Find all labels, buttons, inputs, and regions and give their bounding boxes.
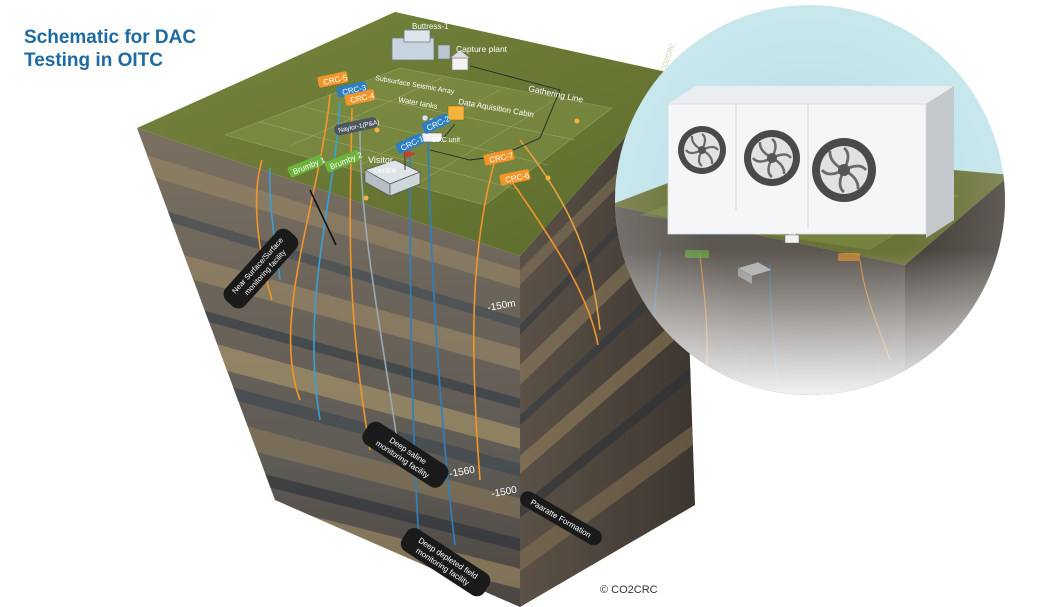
title-line-1: Schematic for DAC xyxy=(24,27,197,48)
label-capture-plant: Capture plant xyxy=(456,44,508,54)
title-line-2: Testing in OITC xyxy=(24,50,163,71)
fan-1 xyxy=(678,126,726,174)
data-cabin-building xyxy=(447,105,465,121)
well-deep-saline xyxy=(519,139,601,331)
well-naylor xyxy=(359,127,401,461)
brumby-probe xyxy=(309,189,337,246)
well-crc3 xyxy=(313,101,341,421)
well-crc7 xyxy=(472,159,496,481)
depth-1500: -1500 xyxy=(491,485,519,500)
well-crc6 xyxy=(511,181,599,346)
side-strata xyxy=(520,90,695,575)
site-markers xyxy=(363,118,580,201)
buttress-plant xyxy=(391,29,451,61)
label-visitor-centre-2: centre xyxy=(374,166,397,175)
depth-150: -150m xyxy=(487,298,517,314)
label-dac-unit: DAC unit xyxy=(432,137,460,144)
diagram-title: Schematic for DAC Testing in OITC xyxy=(24,26,196,72)
capture-plant-building xyxy=(449,49,471,71)
depth-1560: -1560 xyxy=(449,465,477,480)
dac-machine xyxy=(667,86,954,238)
visitor-centre-building xyxy=(364,150,421,197)
block-top-surface xyxy=(137,12,680,256)
label-visitor-centre-1: Visitor xyxy=(368,155,393,165)
wells xyxy=(255,94,601,561)
dac-unit-inset xyxy=(615,5,1005,395)
label-buttress: Buttress-1 xyxy=(412,22,449,31)
depth-labels: -150m -1560 -1500 xyxy=(449,298,519,500)
well-near-surface-b xyxy=(268,167,281,281)
fan-2 xyxy=(744,130,800,186)
fan-3 xyxy=(812,138,876,202)
copyright-notice: © CO2CRC xyxy=(600,584,658,596)
well-crc2 xyxy=(427,129,456,546)
well-near-surface-a xyxy=(255,159,273,301)
well-crc4 xyxy=(349,107,371,451)
well-crc1 xyxy=(409,149,421,561)
well-crc5 xyxy=(289,94,331,401)
